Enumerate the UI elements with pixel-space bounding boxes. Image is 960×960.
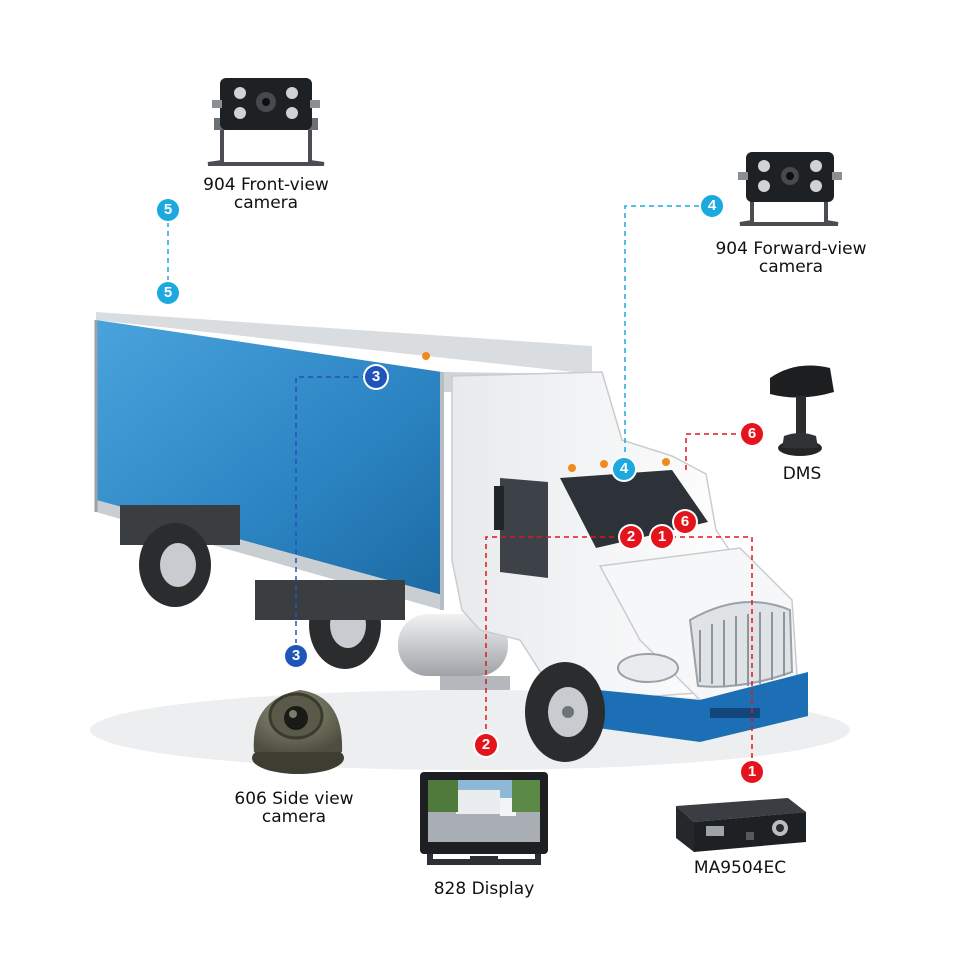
forward-camera-number-badge: 4	[701, 195, 723, 217]
dvr-device	[676, 798, 806, 852]
forward-view-camera-label-line2: camera	[758, 257, 824, 277]
front-view-camera-label-line2: camera	[233, 193, 299, 213]
dvr-label: MA9504EC	[693, 858, 787, 878]
display-mount-badge: 2	[620, 526, 642, 548]
front-view-camera-label: 904 Front-view camera	[176, 176, 356, 212]
forward-view-camera-label: 904 Forward-view camera	[686, 240, 896, 276]
dvr-number-badge: 1	[741, 761, 763, 783]
side-view-camera-device	[252, 690, 344, 774]
truck-front	[525, 547, 808, 762]
dms-device	[770, 365, 834, 456]
side-camera-number-badge-top: 3	[365, 366, 387, 388]
line-dvr	[662, 536, 753, 772]
side-view-camera-label-line2: camera	[261, 807, 327, 827]
line-display	[485, 536, 632, 745]
line-dms	[685, 433, 752, 470]
connector-lines	[167, 205, 753, 772]
display-device	[420, 772, 548, 865]
front-view-camera-label-line1: 904 Front-view	[203, 175, 329, 195]
display-number-badge: 2	[475, 734, 497, 756]
front-camera-number-badge-bottom: 5	[157, 282, 179, 304]
dms-label: DMS	[782, 464, 822, 484]
rear-wheels	[120, 505, 405, 669]
forward-camera-mount-badge: 4	[613, 458, 635, 480]
side-view-camera-label: 606 Side view camera	[204, 790, 384, 826]
front-camera-number-badge-top: 5	[157, 199, 179, 221]
dvr-mount-badge: 1	[651, 526, 673, 548]
forward-view-camera-label-line1: 904 Forward-view	[715, 239, 867, 259]
line-side-camera	[295, 376, 376, 656]
display-label: 828 Display	[433, 879, 535, 899]
dms-number-badge: 6	[741, 423, 763, 445]
dms-mount-badge: 6	[674, 511, 696, 533]
side-camera-number-badge-bottom: 3	[285, 645, 307, 667]
line-forward-camera	[624, 205, 712, 470]
side-view-camera-label-line1: 606 Side view	[234, 789, 354, 809]
forward-view-camera-device	[738, 152, 842, 226]
front-view-camera-device	[207, 78, 325, 166]
